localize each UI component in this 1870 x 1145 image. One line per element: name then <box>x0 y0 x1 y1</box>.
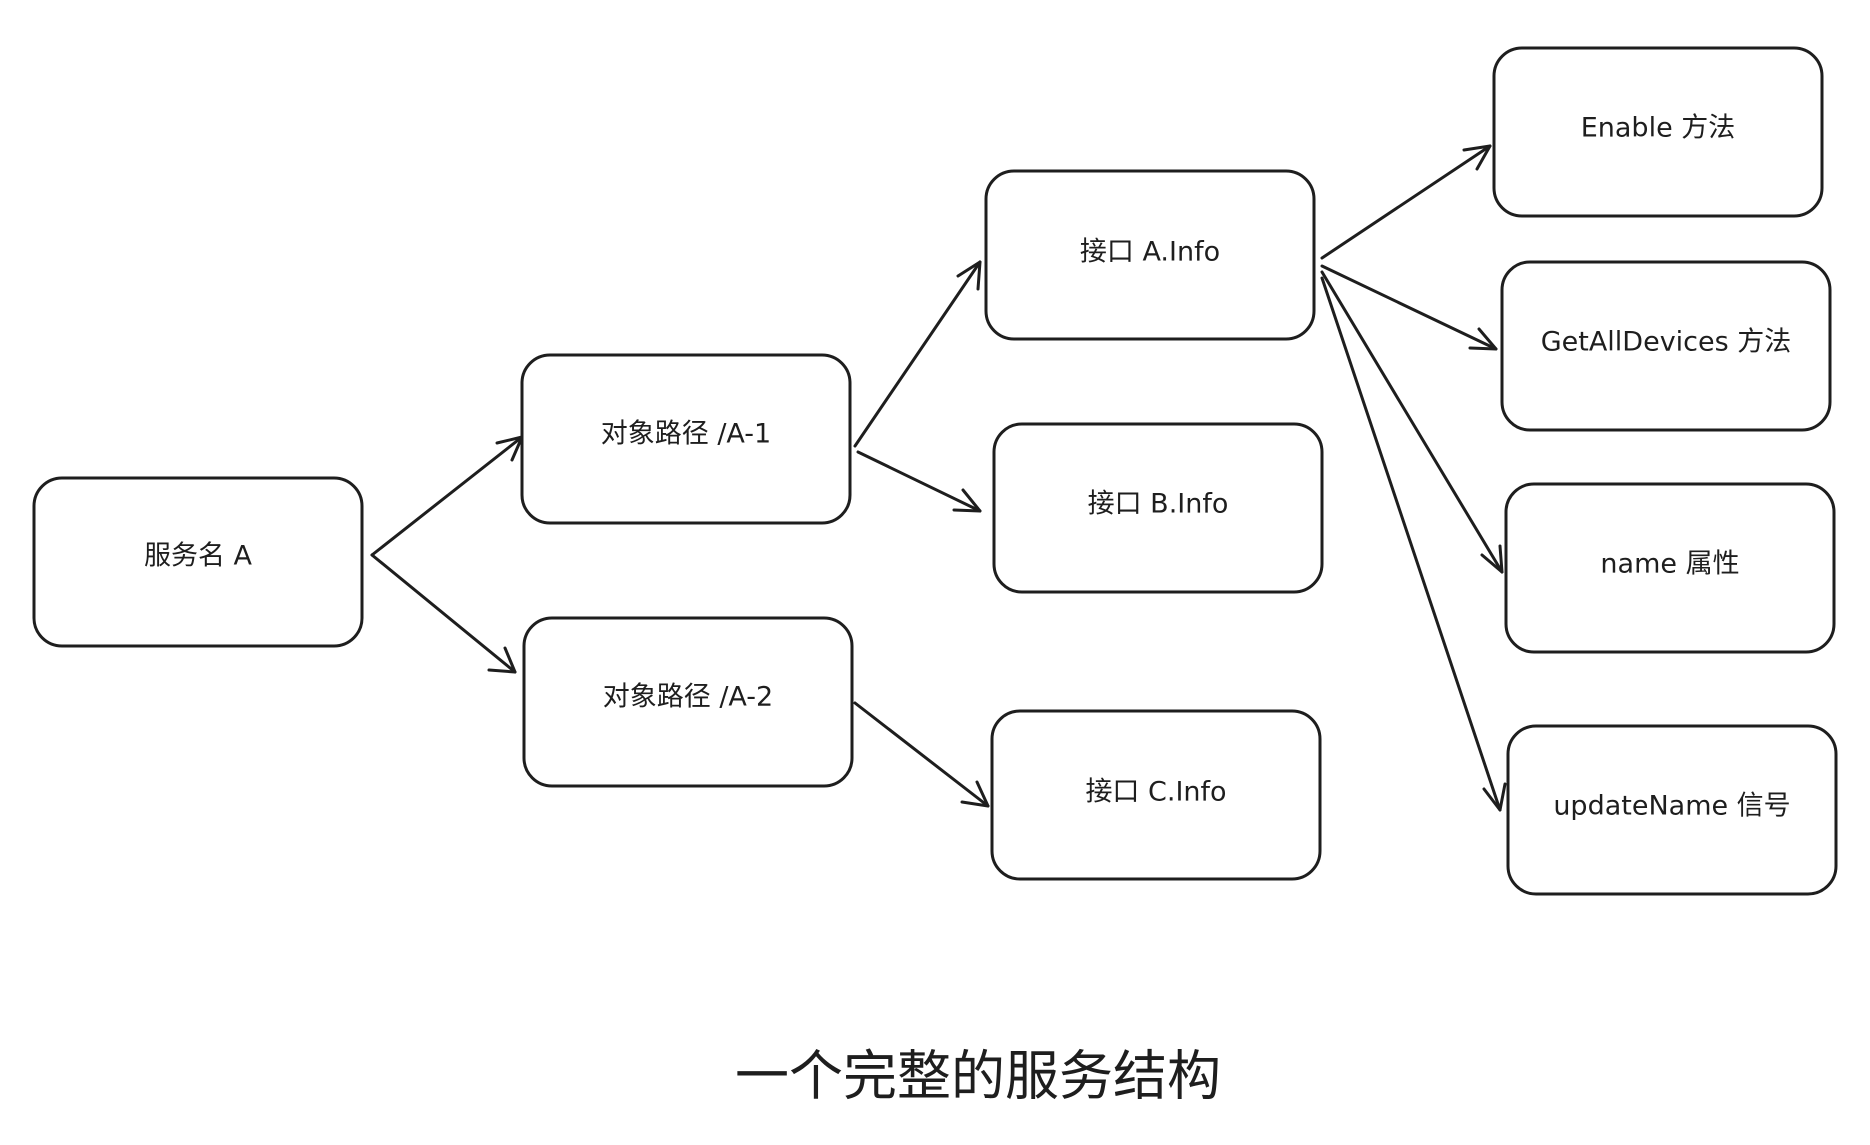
arrow-iface-a-to-name <box>1320 270 1504 574</box>
arrow-iface-a-to-update <box>1320 276 1507 812</box>
node-iface-b: 接口 B.Info <box>992 422 1324 594</box>
edges <box>370 144 1507 812</box>
arrow-iface-a-to-getall <box>1320 264 1498 351</box>
node-iface-c: 接口 C.Info <box>990 709 1322 881</box>
node-iface-a-label: 接口 A.Info <box>1080 237 1220 268</box>
node-name-property: name 属性 <box>1504 482 1836 654</box>
arrow-path-a2-to-iface-c <box>853 701 990 808</box>
diagram-caption: 一个完整的服务结构 <box>735 1045 1221 1108</box>
node-update-signal-label: updateName 信号 <box>1553 791 1790 822</box>
node-iface-a: 接口 A.Info <box>984 169 1316 341</box>
arrow-service-to-path-a2 <box>370 553 517 674</box>
node-name-property-label: name 属性 <box>1600 549 1739 580</box>
node-getall-method: GetAllDevices 方法 <box>1500 260 1832 432</box>
node-service-label: 服务名 A <box>144 541 253 572</box>
node-update-signal: updateName 信号 <box>1506 724 1838 896</box>
node-path-a2: 对象路径 /A-2 <box>522 616 854 788</box>
arrow-path-a1-to-iface-a <box>853 260 982 448</box>
node-iface-c-label: 接口 C.Info <box>1085 777 1226 808</box>
arrow-iface-a-to-enable <box>1320 144 1492 260</box>
node-path-a2-label: 对象路径 /A-2 <box>603 682 773 713</box>
node-service: 服务名 A <box>32 476 364 648</box>
node-enable-method: Enable 方法 <box>1492 46 1824 218</box>
node-path-a1: 对象路径 /A-1 <box>520 353 852 525</box>
node-getall-method-label: GetAllDevices 方法 <box>1541 327 1792 358</box>
node-iface-b-label: 接口 B.Info <box>1088 489 1229 520</box>
arrow-service-to-path-a1 <box>370 435 524 557</box>
node-enable-method-label: Enable 方法 <box>1581 113 1736 144</box>
arrow-path-a1-to-iface-b <box>856 450 982 513</box>
node-path-a1-label: 对象路径 /A-1 <box>601 419 771 450</box>
